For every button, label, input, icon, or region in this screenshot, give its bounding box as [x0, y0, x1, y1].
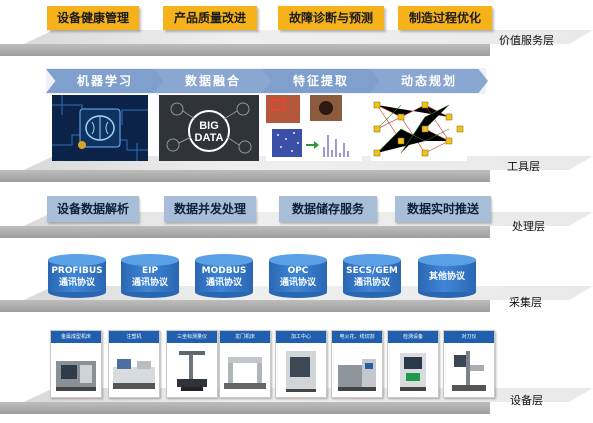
value-layer-label: 价值服务层: [499, 34, 554, 47]
collection-layer-label: 采集层: [509, 296, 542, 309]
equipment-layer-label: 设备层: [510, 394, 543, 407]
processing-layer-label: 处理层: [512, 220, 545, 233]
proc-item-data-storage: 数据储存服务: [279, 196, 377, 222]
protocol-secs-gem-cylinder: SECS/GEM 通讯协议: [343, 254, 401, 298]
machine-label: 注塑机: [109, 331, 159, 343]
tool-step-machine-learning: 机器学习: [46, 69, 164, 93]
protocol-profibus-name: PROFIBUS: [51, 266, 103, 276]
value-layer-platform: [0, 30, 593, 58]
injection-molding-machine-icon: [113, 359, 155, 389]
machining-center-icon: [286, 351, 316, 392]
value-item-process-optimization: 制造过程优化: [398, 6, 492, 30]
protocol-eip-cylinder: EIP 通讯协议: [121, 254, 179, 298]
machine-card-injection-molding: 注塑机: [108, 330, 160, 398]
tool-layer-label: 工具层: [507, 160, 540, 173]
tool-step-feature-extraction: 特征提取: [262, 69, 380, 93]
machine-learning-image: [52, 95, 148, 161]
protocol-eip-sub: 通讯协议: [131, 278, 168, 288]
big-data-text-line2: DATA: [195, 132, 224, 144]
proc-item-realtime-push: 数据实时推送: [395, 196, 491, 222]
machine-label: 检测设备: [388, 331, 438, 343]
protocol-modbus-cylinder: MODBUS 通讯协议: [195, 254, 253, 298]
gantry-machine-icon: [224, 357, 266, 389]
circuit-brain-icon: [52, 95, 148, 161]
tool-step-data-fusion: 数据融合: [154, 69, 272, 93]
protocol-secs-gem-name: SECS/GEM: [346, 266, 398, 276]
machine-label: 电火花、线切割: [332, 331, 382, 343]
network-graph-graphic: [373, 101, 464, 157]
machine-card-gantry: 龙门机床: [219, 330, 271, 398]
value-item-fault-diagnosis: 故障诊断与预测: [278, 6, 384, 30]
protocol-profibus-sub: 通讯协议: [58, 278, 95, 288]
protocol-opc-cylinder: OPC 通讯协议: [269, 254, 327, 298]
cmm-machine-icon: [177, 351, 207, 391]
tool-presetter-icon: [452, 351, 486, 391]
protocol-opc-sub: 通讯协议: [279, 278, 316, 288]
feature-extraction-graphic: [266, 95, 349, 157]
inspection-equipment-icon: [400, 353, 426, 391]
tool-step-dynamic-programming: 动态规划: [370, 69, 488, 93]
protocol-profibus-cylinder: PROFIBUS 通讯协议: [48, 254, 106, 298]
machine-label: 对刀仪: [444, 331, 494, 343]
metal-forming-machine-icon: [56, 361, 96, 391]
machine-card-inspection: 检测设备: [387, 330, 439, 398]
protocol-eip-name: EIP: [141, 266, 159, 276]
big-data-image: BIG DATA: [159, 95, 259, 161]
machine-card-cmm: 三坐标测量仪: [166, 330, 218, 398]
protocol-other-name: 其他协议: [428, 272, 465, 282]
big-data-text-line1: BIG: [199, 120, 219, 132]
proc-item-concurrent-processing: 数据并发处理: [164, 196, 256, 222]
dynamic-programming-image: [371, 95, 467, 161]
edm-machine-icon: [338, 359, 376, 391]
value-item-quality-improvement: 产品质量改进: [163, 6, 257, 30]
machine-card-edm: 电火花、线切割: [331, 330, 383, 398]
proc-item-device-data-parsing: 设备数据解析: [47, 196, 139, 222]
protocol-other-cylinder: 其他协议: [418, 254, 476, 298]
big-data-graphic: BIG DATA: [159, 95, 259, 161]
machine-card-tool-presetter: 对刀仪: [443, 330, 495, 398]
value-item-equipment-health: 设备健康管理: [47, 6, 139, 30]
machine-label: 金属成型机床: [51, 331, 101, 343]
machine-label: 加工中心: [276, 331, 326, 343]
protocol-modbus-sub: 通讯协议: [205, 278, 242, 288]
protocol-secs-gem-sub: 通讯协议: [353, 278, 390, 288]
protocol-opc-name: OPC: [287, 266, 309, 276]
protocol-modbus-name: MODBUS: [201, 266, 247, 276]
machine-card-machining-center: 加工中心: [275, 330, 327, 398]
machine-label: 龙门机床: [220, 331, 270, 343]
feature-extraction-image: [266, 95, 362, 161]
machine-card-metal-forming: 金属成型机床: [50, 330, 102, 398]
machine-label: 三坐标测量仪: [167, 331, 217, 343]
